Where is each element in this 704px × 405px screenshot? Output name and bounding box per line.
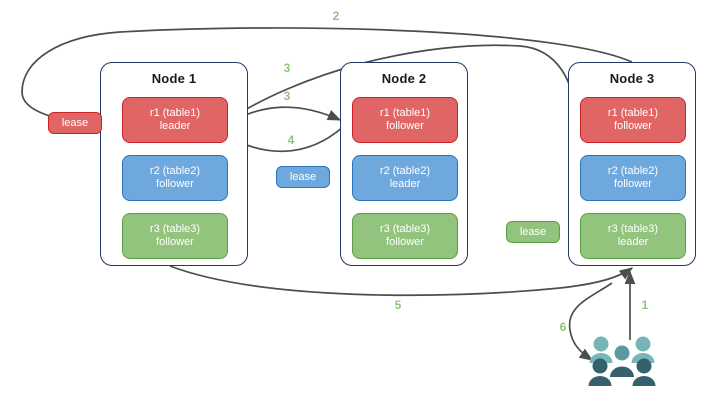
node-container-2[interactable]: Node 2 r1 (table1) follower r2 (table2) …: [340, 62, 468, 266]
replica-node3-r1[interactable]: r1 (table1) follower: [580, 97, 686, 143]
replica-name: r3 (table3): [607, 222, 659, 235]
step-label-5: 5: [394, 298, 402, 312]
lease-badge-green[interactable]: lease: [506, 221, 560, 243]
replica-name: r2 (table2): [607, 164, 659, 177]
step-label-3-upper: 3: [283, 61, 291, 75]
replica-role: follower: [614, 178, 652, 190]
users-group-icon: [588, 336, 656, 386]
replica-node2-r1[interactable]: r1 (table1) follower: [352, 97, 458, 143]
node-title-3: Node 3: [609, 71, 655, 86]
replica-role: leader: [159, 120, 191, 132]
replica-role: leader: [389, 178, 421, 190]
step-label-6: 6: [559, 320, 567, 334]
replica-name: r3 (table3): [379, 222, 431, 235]
node-title-1: Node 1: [151, 71, 197, 86]
replica-name: r1 (table1): [149, 106, 201, 119]
replica-role: follower: [614, 120, 652, 132]
replica-role: leader: [617, 236, 649, 248]
replica-name: r2 (table2): [149, 164, 201, 177]
replica-node1-r2[interactable]: r2 (table2) follower: [122, 155, 228, 201]
replica-name: r1 (table1): [607, 106, 659, 119]
step-label-1: 1: [641, 298, 649, 312]
step-label-4: 4: [287, 133, 295, 147]
replica-role: follower: [386, 236, 424, 248]
lease-badge-red[interactable]: lease: [48, 112, 102, 134]
replica-node2-r2[interactable]: r2 (table2) leader: [352, 155, 458, 201]
replica-node3-r3[interactable]: r3 (table3) leader: [580, 213, 686, 259]
replica-name: r3 (table3): [149, 222, 201, 235]
node-container-3[interactable]: Node 3 r1 (table1) follower r2 (table2) …: [568, 62, 696, 266]
step-label-2: 2: [332, 9, 340, 23]
lease-badge-blue[interactable]: lease: [276, 166, 330, 188]
replica-node2-r3[interactable]: r3 (table3) follower: [352, 213, 458, 259]
replica-node3-r2[interactable]: r2 (table2) follower: [580, 155, 686, 201]
replica-role: follower: [156, 178, 194, 190]
replica-node1-r1[interactable]: r1 (table1) leader: [122, 97, 228, 143]
replica-role: follower: [156, 236, 194, 248]
replica-name: r2 (table2): [379, 164, 431, 177]
node-container-1[interactable]: Node 1 r1 (table1) leader r2 (table2) fo…: [100, 62, 248, 266]
replica-node1-r3[interactable]: r3 (table3) follower: [122, 213, 228, 259]
node-title-2: Node 2: [381, 71, 427, 86]
arrow-step-5: [169, 265, 634, 297]
step-label-3-lower: 3: [283, 89, 291, 103]
replica-role: follower: [386, 120, 424, 132]
replica-name: r1 (table1): [379, 106, 431, 119]
